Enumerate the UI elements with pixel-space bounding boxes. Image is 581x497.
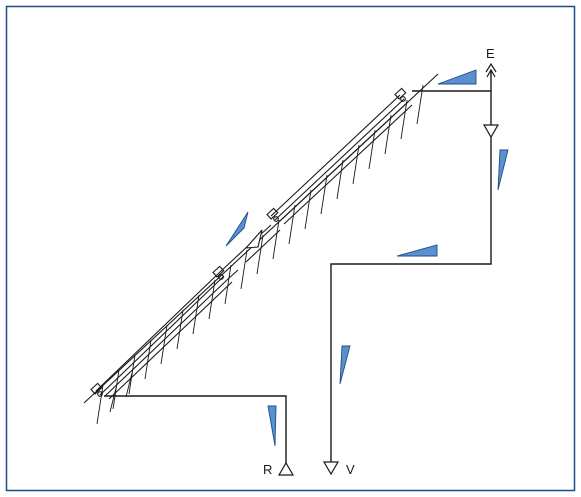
- airflow-wedge-icon: [396, 244, 438, 257]
- duct-flow-arrow-icon: [244, 229, 263, 249]
- supply-outlet-icon: [322, 461, 340, 476]
- collector-panel-upper: [266, 87, 413, 225]
- airflow-wedge-icon: [225, 211, 249, 247]
- return-duct: [104, 395, 287, 466]
- airflow-wedge-icon: [339, 345, 351, 385]
- ventilation-label: V: [346, 462, 355, 477]
- inter-panel-duct: [219, 224, 281, 280]
- exhaust-label: E: [486, 46, 495, 61]
- supply-damper-icon: [482, 124, 500, 139]
- exhaust-outlet-icon: [485, 62, 497, 78]
- collector-panel-lower: [90, 265, 233, 400]
- supply-duct: [330, 90, 492, 462]
- airflow-wedge-icon: [267, 405, 277, 447]
- airflow-wedge-icon: [497, 149, 509, 191]
- return-inlet-icon: [277, 461, 295, 476]
- airflow-wedge-icon: [437, 69, 477, 85]
- diagram-frame: [5, 5, 576, 492]
- sloped-collector-assembly: [83, 73, 439, 425]
- airflow-indicators: [225, 69, 509, 447]
- return-label: R: [263, 462, 272, 477]
